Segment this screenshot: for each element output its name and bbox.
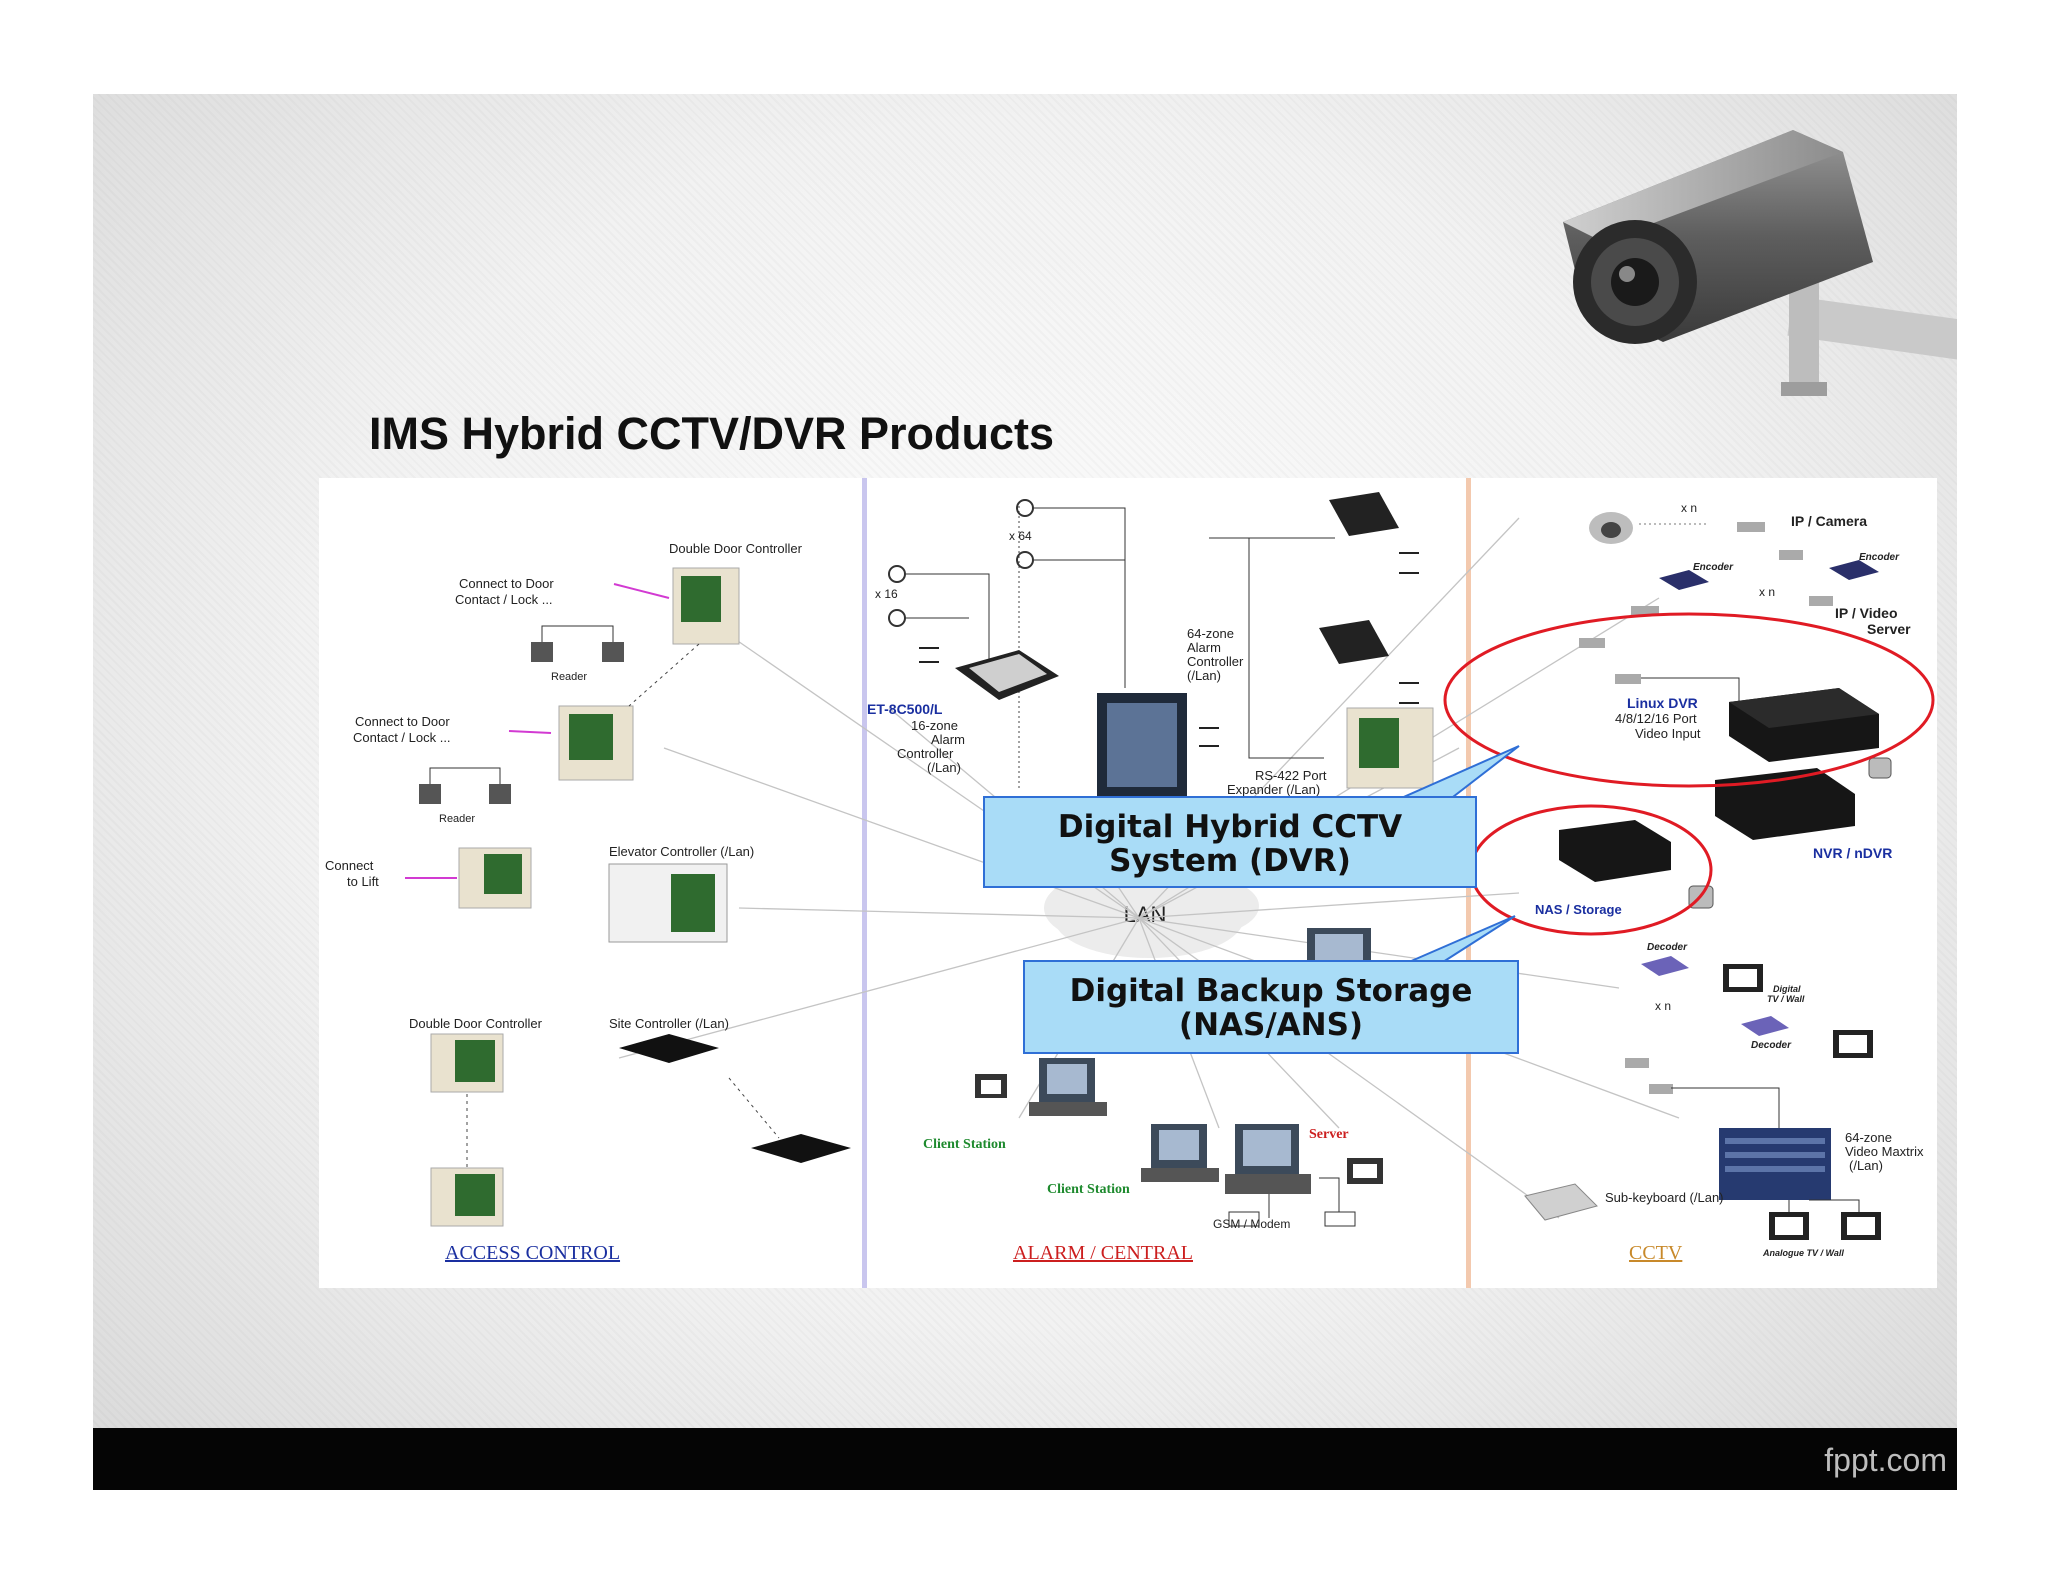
lan-cloud: LAN [1044,876,1259,958]
label-connect-door-2b: Contact / Lock ... [353,730,451,745]
label-connect-lift-a: Connect [325,858,374,873]
label-et-model: ET-8C500/L [867,701,943,717]
label-rs422-b: Expander (/Lan) [1227,782,1320,797]
label-matrix-c: (/Lan) [1849,1158,1883,1173]
access-labels: Double Door Controller Connect to Door C… [325,541,803,1031]
label-x16: x 16 [875,587,898,601]
label-et-16d: (/Lan) [927,760,961,775]
label-ip-video-a: IP / Video [1835,605,1898,621]
footer-bar: fppt.com [93,1428,1957,1490]
label-sub-keyboard: Sub-keyboard (/Lan) [1605,1190,1724,1205]
label-decoder-2: Decoder [1751,1040,1792,1051]
callout-nas-line2: (NAS/ANS) [1178,1007,1364,1043]
label-64zone-b: Alarm [1187,640,1221,655]
label-connect-door-1a: Connect to Door [459,576,554,591]
callout-dvr-line1: Digital Hybrid CCTV [1057,809,1403,845]
label-port-b: Video Input [1635,726,1701,741]
label-64zone-a: 64-zone [1187,626,1234,641]
label-gsm-modem: GSM / Modem [1213,1217,1290,1231]
label-xn-low: x n [1655,999,1671,1013]
label-connect-door-1b: Contact / Lock ... [455,592,553,607]
label-et-16a: 16-zone [911,718,958,733]
callout-nas-pointer [1408,915,1516,963]
label-double-door-bottom: Double Door Controller [409,1016,543,1031]
label-x64: x 64 [1009,529,1032,543]
label-et-16c: Controller [897,746,954,761]
label-server: Server [1309,1127,1349,1142]
callout-nas-line1: Digital Backup Storage [1069,973,1473,1009]
label-connect-door-2a: Connect to Door [355,714,450,729]
highlight-linux-dvr [1443,612,1935,788]
label-elevator: Elevator Controller (/Lan) [609,844,754,859]
label-encoder-2: Encoder [1859,552,1900,563]
label-rs422-a: RS-422 Port [1255,768,1327,783]
callout-dvr: Digital Hybrid CCTV System (DVR) [983,796,1477,888]
security-camera-icon [1563,130,1957,396]
label-64zone-c: Controller [1187,654,1244,669]
label-analogue-tv: Analogue TV / Wall [1762,1248,1844,1258]
section-access-control: ACCESS CONTROL [445,1242,620,1264]
footer-brand: fppt.com [1824,1442,1947,1478]
network-diagram: LAN [319,478,1937,1288]
label-digital-tv-a: Digital [1773,984,1801,994]
label-port-a: 4/8/12/16 Port [1615,711,1697,726]
label-ip-video-b: Server [1867,621,1911,637]
label-reader-2: Reader [439,813,475,825]
label-client-station-2: Client Station [1047,1182,1130,1197]
cctv-devices [1524,512,1892,1240]
label-matrix-a: 64-zone [1845,1130,1892,1145]
access-devices [405,567,851,1227]
label-double-door-top: Double Door Controller [669,541,803,556]
label-site-controller: Site Controller (/Lan) [609,1016,729,1031]
callout-nas: Digital Backup Storage (NAS/ANS) [1023,960,1519,1054]
label-connect-lift-b: to Lift [347,874,379,889]
label-et-16b: Alarm [931,732,965,747]
alarm-labels: x 64 x 16 ET-8C500/L 16-zone Alarm Contr… [867,529,1349,1231]
section-alarm-central: ALARM / CENTRAL [1013,1242,1193,1264]
divider-access-alarm [862,478,867,1288]
label-digital-tv-b: TV / Wall [1767,994,1805,1004]
section-cctv: CCTV [1629,1242,1683,1264]
label-xn-top: x n [1681,501,1697,515]
diagram-canvas: LAN [325,478,1935,1288]
label-linux-dvr: Linux DVR [1627,695,1698,711]
label-matrix-b: Video Maxtrix [1845,1144,1924,1159]
label-decoder-1: Decoder [1647,942,1688,953]
label-ip-camera: IP / Camera [1791,513,1867,529]
label-client-station-1: Client Station [923,1137,1006,1152]
label-encoder-1: Encoder [1693,562,1734,573]
label-64zone-d: (/Lan) [1187,668,1221,683]
callout-dvr-line2: System (DVR) [1109,843,1351,879]
cctv-labels: x n IP / Camera Encoder Encoder x n IP /… [1535,501,1924,1258]
label-nas: NAS / Storage [1535,902,1622,917]
label-nvr: NVR / nDVR [1813,845,1892,861]
label-xn-mid: x n [1759,585,1775,599]
slide-title: IMS Hybrid CCTV/DVR Products [369,408,1055,459]
label-reader-1: Reader [551,671,587,683]
